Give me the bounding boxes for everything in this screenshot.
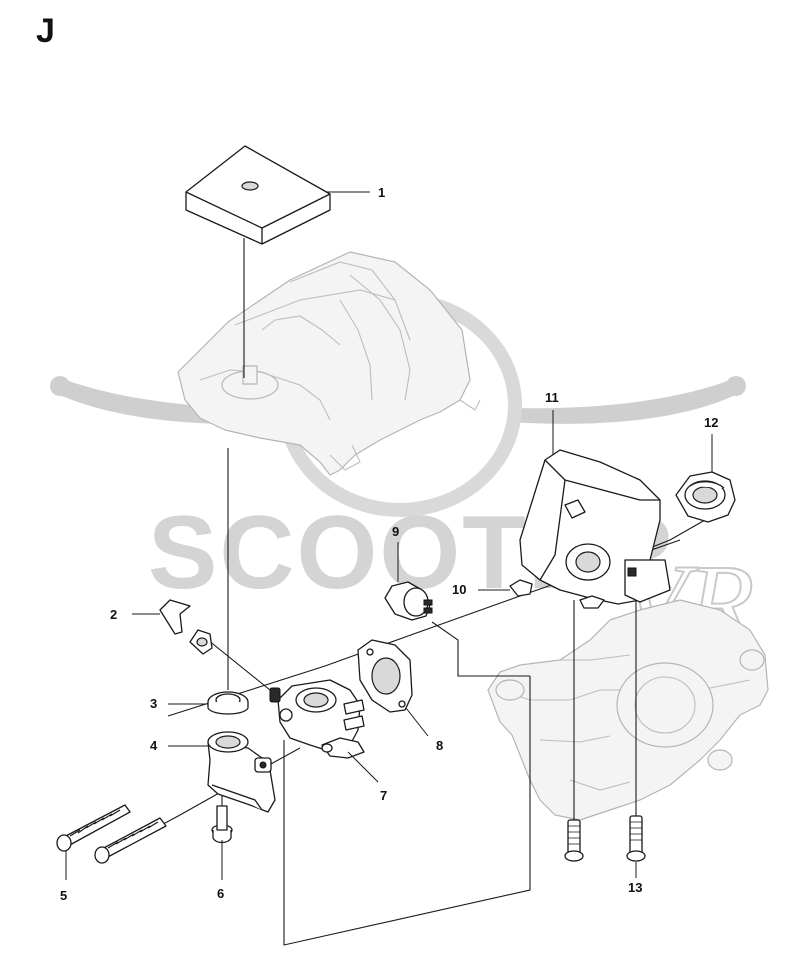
ghost-crankcase [487, 599, 769, 821]
part-5-screws [56, 804, 167, 864]
callout-3: 3 [150, 696, 157, 711]
section-letter: J [36, 12, 55, 50]
watermark-handlebar-right [510, 378, 735, 424]
callout-9: 9 [392, 524, 399, 539]
part-3-gasket-ring [207, 691, 249, 715]
part-2-choke-lever [159, 599, 213, 655]
callout-8: 8 [436, 738, 443, 753]
callout-11: 11 [545, 390, 559, 405]
callout-7: 7 [380, 788, 387, 803]
callout-12: 12 [704, 415, 718, 430]
part-9-primer-bulb [384, 581, 433, 621]
callout-6: 6 [217, 886, 224, 901]
callout-numbers: 1 2 3 4 5 6 7 8 9 10 11 12 13 [60, 185, 718, 903]
part-13-bolts [564, 815, 646, 862]
part-8-carb-gasket [357, 639, 413, 713]
watermark-grip-right [726, 376, 746, 396]
part-6-screw [211, 805, 233, 844]
callout-4: 4 [150, 738, 158, 753]
part-7-carburetor [269, 679, 365, 759]
ghost-housing-cover [177, 251, 481, 476]
watermark-grip-left [50, 376, 70, 396]
part-10-nut [509, 579, 533, 597]
callout-13: 13 [628, 880, 642, 895]
callout-5: 5 [60, 888, 67, 903]
part-4-intake-adapter [207, 731, 276, 813]
part-12-rubber-boot [675, 471, 736, 523]
part-1-air-filter [185, 145, 331, 245]
callout-10: 10 [452, 582, 466, 597]
callout-2: 2 [110, 607, 117, 622]
callout-leaders [65, 191, 713, 880]
callout-1: 1 [378, 185, 385, 200]
part-11-intake-manifold [519, 449, 671, 609]
